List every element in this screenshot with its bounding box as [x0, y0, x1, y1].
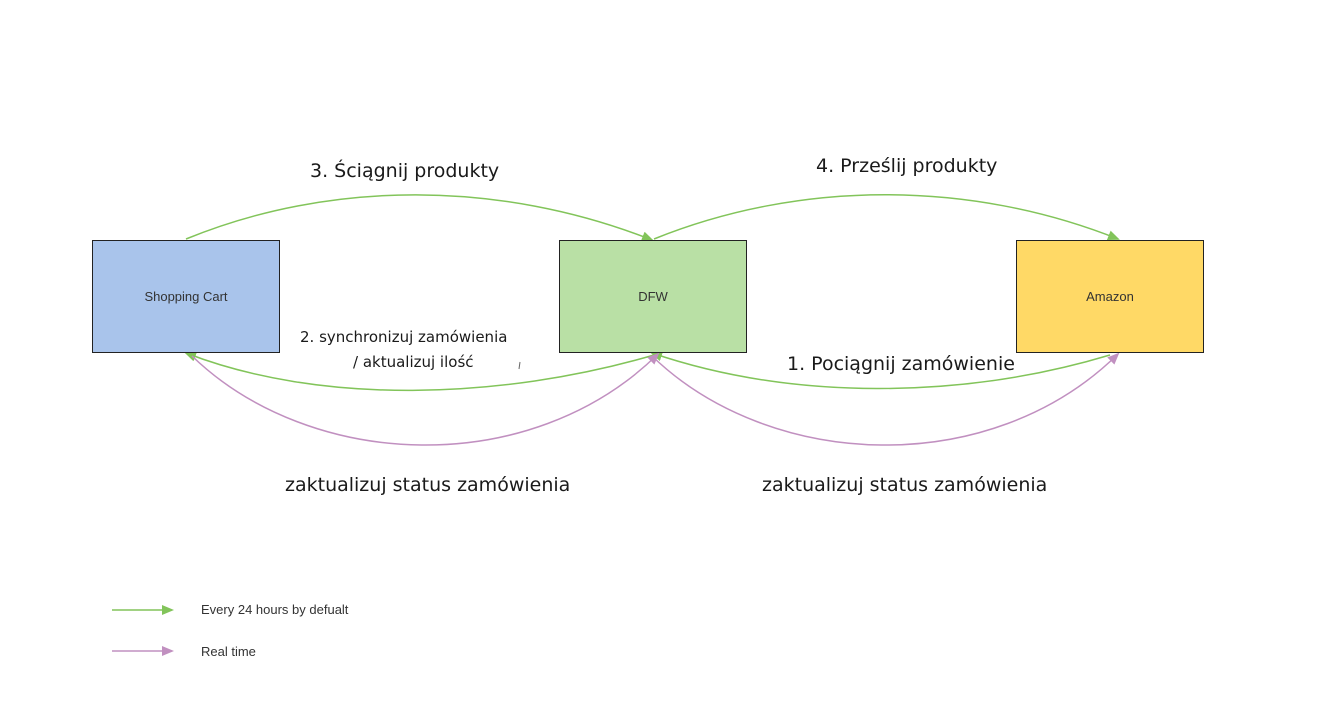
edge-sync-orders — [184, 351, 655, 392]
legend-green-label: Every 24 hours by defualt — [201, 602, 349, 617]
label-update-status-right: zaktualizuj status zamówienia — [762, 474, 1048, 496]
edge-status-right — [651, 352, 1120, 446]
node-dfw: DFW — [559, 240, 747, 353]
label-update-status-left: zaktualizuj status zamówienia — [285, 474, 571, 496]
node-shopping-cart-label: Shopping Cart — [144, 289, 228, 304]
node-amazon-label: Amazon — [1086, 289, 1134, 304]
label-send-products: 4. Prześlij produkty — [816, 155, 998, 177]
edge-pull-products — [185, 194, 654, 241]
node-shopping-cart: Shopping Cart — [92, 240, 280, 353]
label-pull-products: 3. Ściągnij produkty — [310, 160, 500, 182]
node-dfw-label: DFW — [638, 289, 668, 304]
stray-mark — [518, 361, 521, 370]
label-sync-orders-line1: 2. synchronizuj zamówienia — [300, 328, 508, 346]
edge-send-products — [653, 194, 1120, 240]
label-sync-orders-line2: / aktualizuj ilość — [353, 353, 474, 371]
label-pull-order: 1. Pociągnij zamówienie — [787, 353, 1015, 375]
legend-purple-label: Real time — [201, 644, 256, 659]
node-amazon: Amazon — [1016, 240, 1204, 353]
edge-status-left — [191, 352, 660, 446]
edge-pull-order — [650, 351, 1111, 390]
